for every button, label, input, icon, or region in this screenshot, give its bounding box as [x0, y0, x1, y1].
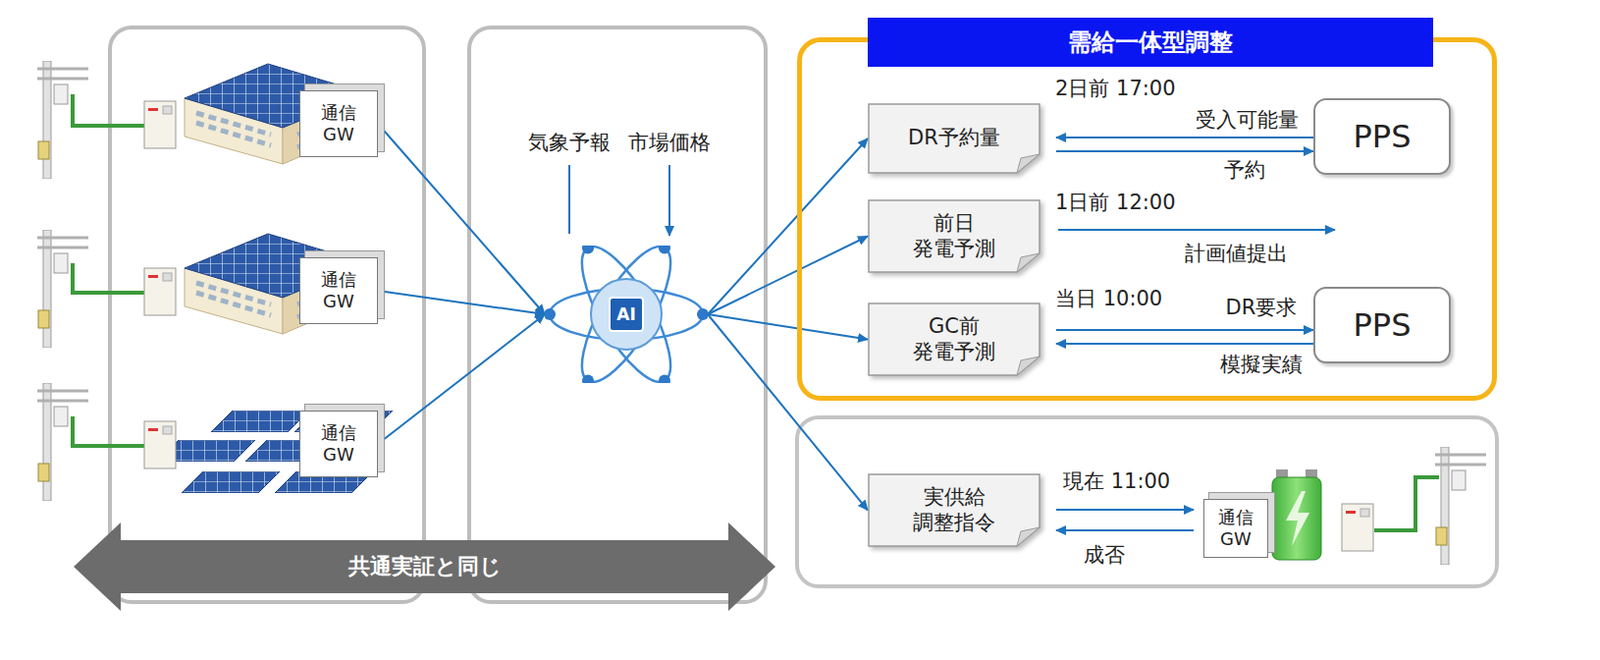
document-box: 実供給 調整指令 [867, 473, 1041, 547]
document-fold [1016, 253, 1040, 272]
pps-box: PPS [1313, 286, 1451, 364]
node-label: 通信 GW [318, 268, 359, 312]
note-label: 1日前 12:00 [1052, 190, 1179, 215]
note-label: 市場価格 [625, 130, 714, 156]
connector [1056, 150, 1314, 153]
connector [1056, 328, 1314, 331]
connector [707, 236, 868, 316]
document-box: 前日 発電予測 [867, 199, 1041, 273]
node-label: 前日 発電予測 [906, 211, 1003, 261]
connector [1056, 529, 1194, 532]
utility-pole [37, 382, 89, 501]
connector [377, 290, 545, 315]
power-line [1374, 477, 1440, 531]
power-conditioner [144, 267, 176, 316]
edge-label: DR要求 [1223, 295, 1301, 320]
power-conditioner [1341, 503, 1374, 551]
orbit-dot [582, 245, 594, 254]
ai-engine: AI [544, 245, 708, 383]
document-shape [868, 200, 1040, 272]
node-label: DR予約量 [907, 125, 1001, 151]
orbit-dot [544, 308, 556, 320]
node-label: 共通実証と同じ [348, 553, 502, 580]
gateway-box: 通信 GW [299, 257, 378, 324]
connector [1056, 342, 1314, 345]
node-label: GC前 発電予測 [906, 314, 1003, 364]
note-label: 計画値提出 [1181, 241, 1291, 267]
node-label: AI [608, 296, 644, 332]
orbit-dot [658, 374, 671, 383]
connector [377, 314, 545, 444]
scope-arrow: 共通実証と同じ [73, 522, 776, 611]
connector [1056, 508, 1194, 511]
gateway-box: 通信 GW [1203, 498, 1269, 558]
note-label: 気象予報 [525, 130, 614, 156]
input-arrow [569, 164, 670, 236]
note-label: 2日前 17:00 [1052, 76, 1179, 102]
orbit-dot [658, 245, 671, 254]
power-conditioner [144, 421, 176, 469]
document-fold [1016, 356, 1040, 375]
document-shape [868, 474, 1040, 546]
orbit-dot [582, 374, 594, 383]
utility-pole [37, 60, 89, 179]
document-shape [868, 303, 1040, 375]
document-shape [868, 104, 1040, 173]
battery [1272, 469, 1322, 560]
orbit-dot [696, 308, 708, 320]
ground-solar [157, 410, 393, 501]
power-conditioner [144, 101, 176, 149]
gateway-box: 通信 GW [299, 90, 378, 158]
node-label: 通信 GW [1215, 506, 1256, 549]
node-label: 通信 GW [318, 422, 359, 465]
connector [377, 123, 545, 315]
node-label: 実供給 調整指令 [906, 484, 1003, 534]
note-label: 現在 11:00 [1060, 469, 1174, 494]
group-frame [797, 417, 1497, 587]
double-arrow [73, 522, 776, 611]
group-heading: 需給一体型調整 [867, 17, 1434, 67]
connector [707, 138, 868, 315]
edge-label: 模擬実績 [1217, 352, 1306, 377]
node-label: PPS [1353, 117, 1412, 156]
note-label: 当日 10:00 [1052, 286, 1166, 312]
document-fold [1016, 154, 1040, 173]
ai-core [590, 278, 662, 350]
connector [707, 314, 868, 340]
connector [707, 314, 868, 511]
output-arrow [1058, 228, 1335, 231]
orbit [565, 245, 687, 383]
node-label: PPS [1353, 306, 1412, 344]
edge-label: 予約 [1221, 158, 1269, 183]
node-label: 通信 GW [318, 102, 359, 145]
group-frame [109, 27, 425, 602]
edge-label: 受入可能量 [1192, 107, 1302, 133]
utility-pole [1435, 446, 1487, 565]
gateway-box: 通信 GW [299, 410, 378, 478]
document-fold [1016, 527, 1040, 546]
power-line [72, 94, 146, 446]
edge-label: 成否 [1080, 542, 1128, 568]
connector [1056, 136, 1314, 139]
document-box: GC前 発電予測 [867, 302, 1041, 376]
utility-pole [37, 229, 89, 348]
orbit [565, 245, 687, 383]
document-box: DR予約量 [867, 103, 1041, 174]
pps-box: PPS [1313, 98, 1451, 175]
group-frame [469, 27, 766, 602]
